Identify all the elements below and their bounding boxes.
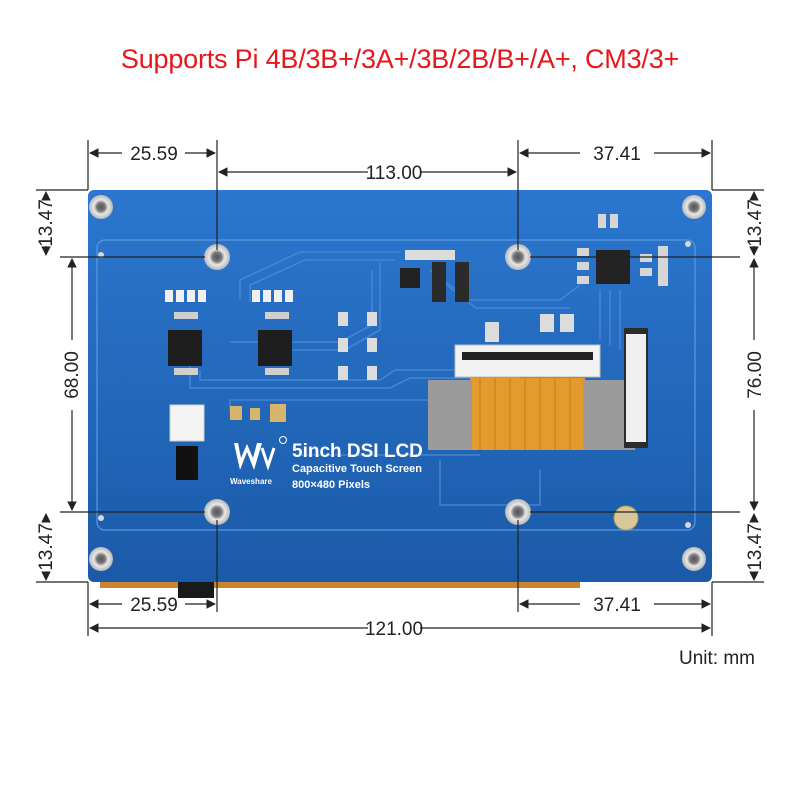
board-subtitle: Capacitive Touch Screen bbox=[292, 463, 422, 475]
unit-label: Unit: mm bbox=[679, 648, 755, 669]
dim-overall-height: 76.00 bbox=[745, 351, 766, 399]
dim-bottom-right: 37.41 bbox=[593, 595, 641, 616]
headline: Supports Pi 4B/3B+/3A+/3B/2B/B+/A+, CM3/… bbox=[120, 44, 680, 74]
waveshare-logo bbox=[234, 436, 287, 471]
dim-top-right: 37.41 bbox=[593, 144, 641, 165]
corner-hole bbox=[89, 547, 113, 571]
board-title: 5inch DSI LCD bbox=[292, 441, 423, 462]
mounting-holes bbox=[89, 195, 706, 571]
dim-hole-spacing-width: 113.00 bbox=[366, 163, 423, 184]
dim-right-bottom: 13.47 bbox=[745, 523, 766, 571]
dim-left-hole-spacing-height: 68.00 bbox=[62, 351, 83, 399]
dim-left-bottom: 13.47 bbox=[36, 523, 57, 571]
dimension-lines bbox=[36, 140, 764, 636]
board-brand: Waveshare bbox=[230, 477, 273, 486]
dim-top-left: 25.59 bbox=[130, 144, 178, 165]
pi-hole bbox=[204, 499, 230, 525]
corner-hole bbox=[682, 195, 706, 219]
pi-hole bbox=[505, 499, 531, 525]
pi-hole bbox=[204, 244, 230, 270]
pi-hole bbox=[505, 244, 531, 270]
dim-bottom-left: 25.59 bbox=[130, 595, 178, 616]
corner-hole bbox=[682, 547, 706, 571]
lcd-board: 5inch DSI LCD Capacitive Touch Screen 80… bbox=[88, 190, 712, 598]
dim-left-top: 13.47 bbox=[36, 199, 57, 247]
corner-hole bbox=[89, 195, 113, 219]
pcb-outline bbox=[96, 239, 696, 531]
dim-right-top: 13.47 bbox=[745, 199, 766, 247]
pcb bbox=[88, 190, 712, 582]
components bbox=[165, 214, 668, 531]
dimension-labels: 25.59 37.41 113.00 25.59 37.41 121.00 13… bbox=[36, 144, 766, 640]
board-resolution: 800×480 Pixels bbox=[292, 479, 370, 491]
dim-overall-width: 121.00 bbox=[365, 619, 423, 640]
